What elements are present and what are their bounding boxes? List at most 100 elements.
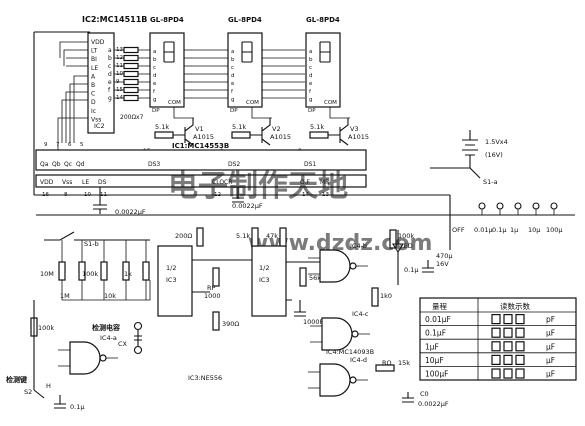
cx-label: CX [118, 340, 128, 348]
display-dp: DP [308, 108, 316, 114]
resistor-value: 200Ω [175, 232, 192, 240]
range-resistor [100, 261, 108, 281]
test-key-label: 检测键 [6, 375, 27, 384]
gate-label: IC4-d [350, 356, 367, 364]
ic2-title: IC2:MC14511B [82, 15, 147, 24]
display-label: GL-8PD4 [228, 16, 262, 24]
table-range: 10μF [425, 356, 444, 365]
rp-pot [212, 267, 220, 287]
base-resistor [231, 131, 251, 139]
range-contact [550, 202, 558, 210]
base-resistor [309, 131, 329, 139]
resistor-56k [299, 267, 307, 287]
display-seg-pin: d [231, 73, 235, 79]
digit-cell [491, 314, 501, 325]
digit-cell [515, 341, 525, 352]
ic2-out-label: a [108, 47, 112, 54]
seven-seg-digit [163, 41, 175, 63]
ic2-pin-label: LE [91, 65, 98, 72]
gate-label: IC4-c [352, 310, 369, 318]
ic1-pin-label: DS [98, 179, 107, 186]
ic1-pin-label: CLOCR [212, 179, 232, 186]
display-label: GL-8PD4 [306, 16, 340, 24]
display-seg-pin: b [231, 57, 235, 63]
display-seg-pin: c [309, 65, 312, 71]
transistor-symbol [328, 118, 349, 146]
ic1-pin-label: Qb [52, 161, 61, 168]
range-resistor [142, 261, 150, 281]
gate-label: IC4-b [350, 242, 367, 250]
table-unit: μF [546, 356, 555, 365]
ic2-out-label: f [108, 87, 111, 94]
table-range: 0.1μF [425, 329, 446, 338]
resistor-ro [375, 364, 395, 372]
resistor-100k0 [389, 229, 397, 249]
ic3-a-label2: IC3 [166, 276, 177, 284]
ic3-b-label2: IC3 [259, 276, 270, 284]
resistor-value: 100k [398, 232, 414, 240]
ic2-name: IC2 [94, 122, 105, 130]
s2-label: S2 [24, 388, 32, 396]
digit-cell [491, 354, 501, 365]
ic1-pin-label: Qc [64, 161, 72, 168]
ic2-out-label: d [108, 71, 112, 78]
resistor-array-label: 200Ωx7 [120, 114, 144, 121]
rp-value: 1000 [204, 292, 221, 300]
watermark-cn: 电子制作天地 [168, 169, 348, 204]
resistor-value: 15k [398, 359, 410, 367]
ic1-pin-label: Qa [40, 161, 49, 168]
display-seg-pin: c [153, 65, 156, 71]
display-seg-pin: e [309, 81, 313, 87]
cap-c3v: 16V [436, 260, 449, 268]
range-resistor [58, 261, 66, 281]
display-com: COM [168, 100, 181, 106]
ic2-pin-label: C [91, 91, 95, 98]
display-seg-pin: g [153, 97, 157, 103]
ic1-pin-number: 5 [80, 142, 84, 148]
range-label: 1μ [510, 226, 518, 234]
digit-cell [503, 327, 513, 338]
display-seg-pin: c [231, 65, 234, 71]
ic1-pin-number: 7 [56, 142, 60, 148]
display-seg-pin: f [153, 89, 156, 95]
gate-label: IC4-a [100, 334, 117, 342]
resistor-value: 5.1k [236, 232, 250, 240]
range-resistor-value: 10k [104, 292, 116, 300]
ic3-a-label1: 1/2 [166, 264, 176, 272]
digit-cell [515, 354, 525, 365]
test-cap-label: 检测电容 [92, 323, 120, 332]
ic1-pin-label: MR [320, 179, 329, 186]
transistor-model: A1015 [270, 133, 291, 141]
ic1-pin-label: Qd [76, 161, 85, 168]
h-label: H [46, 382, 51, 390]
segment-resistor [123, 62, 139, 70]
ic1-pin-label: DS1 [304, 161, 316, 168]
segment-resistor [123, 54, 139, 62]
display-seg-pin: b [153, 57, 157, 63]
switch-b-name: S1-b [84, 240, 99, 248]
seven-seg-digit [319, 41, 331, 63]
ic3-half-a [157, 245, 193, 317]
resistor-5.1k [251, 227, 259, 247]
range-contact [478, 202, 486, 210]
range-contact [532, 202, 540, 210]
cap-c5: 1000P [303, 318, 324, 326]
nand-gate [69, 341, 101, 375]
digit-cell [491, 341, 501, 352]
display-seg-pin: g [309, 97, 313, 103]
ic1-pin-number: 9 [44, 142, 48, 148]
display-seg-pin: f [231, 89, 234, 95]
ic1-lower-body [35, 174, 367, 188]
ic2-pin-label: VDD [91, 39, 105, 46]
display-dp: DP [230, 108, 238, 114]
cap-c0v: 0.0022μF [418, 400, 449, 408]
ic1-pin-label: Vss [62, 179, 72, 186]
cap-c1: 0.0022μF [115, 208, 146, 216]
range-resistor-value: 1M [60, 292, 70, 300]
display-seg-pin: b [309, 57, 313, 63]
nand-gate [319, 249, 351, 283]
display-label: GL-8PD4 [150, 16, 184, 24]
display-seg-pin: d [153, 73, 157, 79]
digit-cell [491, 327, 501, 338]
